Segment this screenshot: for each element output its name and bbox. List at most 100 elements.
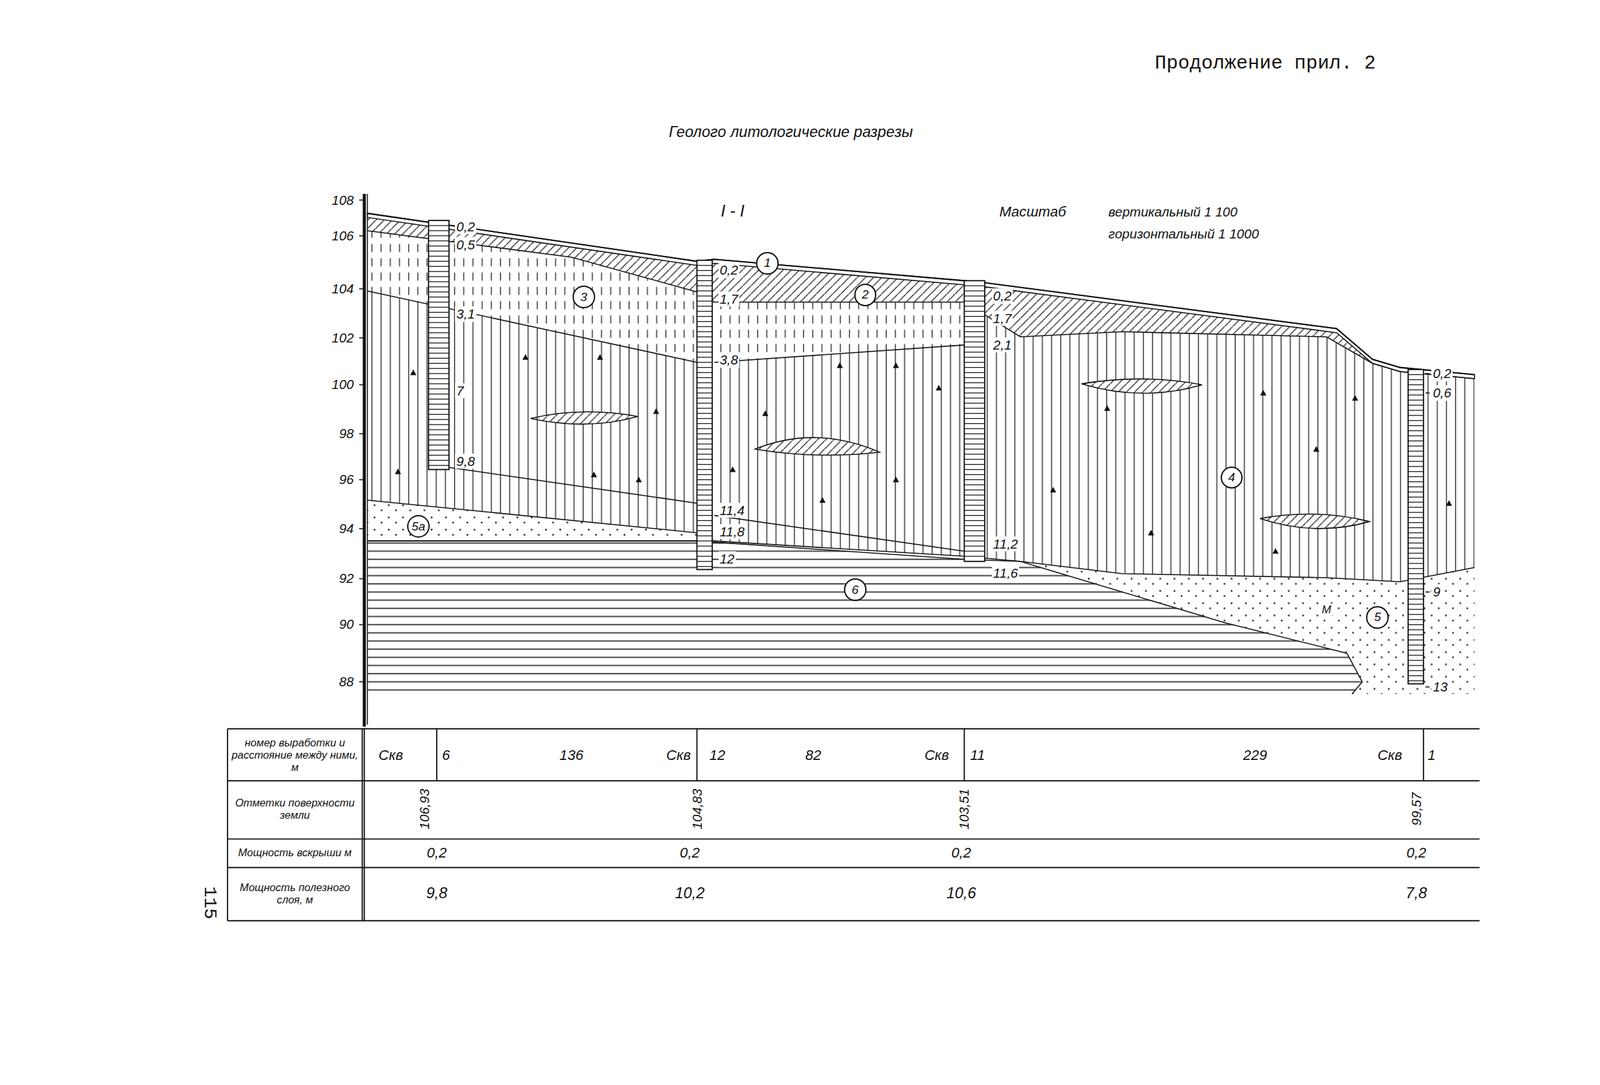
inclusion-mark [1260,389,1266,396]
section-name: I - I [719,201,746,221]
borehole-hatch [428,454,450,456]
borehole-hatch [697,300,713,302]
borehole-hatch [1408,675,1424,676]
borehole-hatch [428,465,450,466]
borehole-hatch [697,555,713,557]
depth-value: 11,6 [991,566,1020,582]
borehole-hatch [964,433,985,435]
borehole-hatch [697,433,713,435]
inclusion-mark [1050,486,1056,493]
borehole-hatch [697,525,713,527]
inclusion-mark [1446,500,1453,506]
borehole-hatch [428,291,450,293]
borehole-hatch [1408,384,1424,386]
table-cell: 10,6 [944,885,978,903]
borehole-hatch [697,305,713,307]
borehole-hatch [964,438,985,440]
borehole-column [1408,369,1424,684]
inclusion-mark [1147,529,1154,536]
borehole-hatch [1408,394,1424,396]
borehole-hatch [964,387,985,389]
borehole-hatch [428,423,450,425]
borehole-hatch [1408,547,1424,549]
depth-value: 0,2 [718,263,740,279]
callout-circle: 2 [854,283,877,307]
borehole-hatch [428,321,450,323]
borehole-hatch [1408,409,1424,411]
soil-mark: М [1320,603,1333,617]
borehole-hatch [1408,583,1424,585]
borehole-hatch [428,286,450,287]
borehole-hatch [697,361,713,363]
depth-tick [1425,372,1430,375]
borehole-hatch [964,361,985,363]
callout-number: 2 [862,287,870,302]
scale-note: горизонтальный 1 1000 [1106,226,1261,242]
borehole-hatch [964,479,985,481]
borehole-hatch [697,499,713,501]
borehole-hatch [964,484,985,486]
borehole-hatch [1408,624,1424,625]
depth-tick [1425,392,1430,394]
layer-boundary [714,515,965,552]
elevation-value: 94 [337,520,356,537]
elevation-value: 102 [330,330,355,346]
borehole-hatch [1408,522,1424,523]
axis-tick [359,578,365,580]
borehole-hatch [697,310,713,312]
sand-layer-5 [1020,561,1475,695]
borehole-hatch [964,382,985,384]
borehole-hatch [1408,608,1424,610]
depth-tick [1425,686,1430,688]
table-cell: 11 [968,747,987,764]
table-cell: 136 [558,747,585,764]
borehole-hatch [697,397,713,399]
borehole-hatch [697,515,713,516]
borehole-hatch [1408,659,1424,661]
table-cell: 106,93 [416,787,433,832]
row-header: Мощность полезного слоя, м [230,881,360,906]
borehole-column [428,220,450,470]
borehole-hatch [697,377,713,379]
table-rule [963,728,965,782]
callout-number: 5 [1373,610,1381,625]
loam-lens [1260,514,1370,529]
borehole-hatch [697,321,713,322]
borehole-hatch [697,484,713,486]
borehole-hatch [964,545,985,547]
depth-value: 2,1 [991,337,1014,353]
axis-tick [359,288,365,290]
borehole-hatch [697,469,713,470]
borehole-hatch [697,560,713,562]
borehole-hatch [964,540,985,541]
borehole-hatch [428,342,450,344]
borehole-hatch [697,443,713,444]
borehole-hatch [697,326,713,327]
callout-number: 3 [580,290,588,305]
borehole-hatch [428,317,450,318]
borehole-hatch [697,479,713,481]
borehole-hatch [428,409,450,410]
inclusion-mark [762,410,769,417]
depth-value: 11,8 [718,524,746,540]
table-cell: Скв [923,747,951,764]
borehole-hatch [428,363,450,364]
borehole-hatch [964,509,985,511]
axis-tick [359,681,365,683]
loam-lens [530,411,638,424]
borehole-hatch [1408,619,1424,620]
borehole-hatch [697,463,713,465]
inclusion-mark [1313,445,1319,452]
axis-tick [359,527,365,530]
borehole-column [697,260,713,570]
borehole-hatch [964,530,985,532]
borehole-hatch [1408,588,1424,590]
borehole-hatch [964,453,985,455]
borehole-hatch [697,392,713,393]
table-cell: 10,2 [673,885,706,903]
borehole-hatch [428,281,450,282]
borehole-hatch [964,321,985,322]
borehole-hatch [964,305,985,307]
borehole-hatch [1408,578,1424,579]
axis-tick [359,199,365,201]
